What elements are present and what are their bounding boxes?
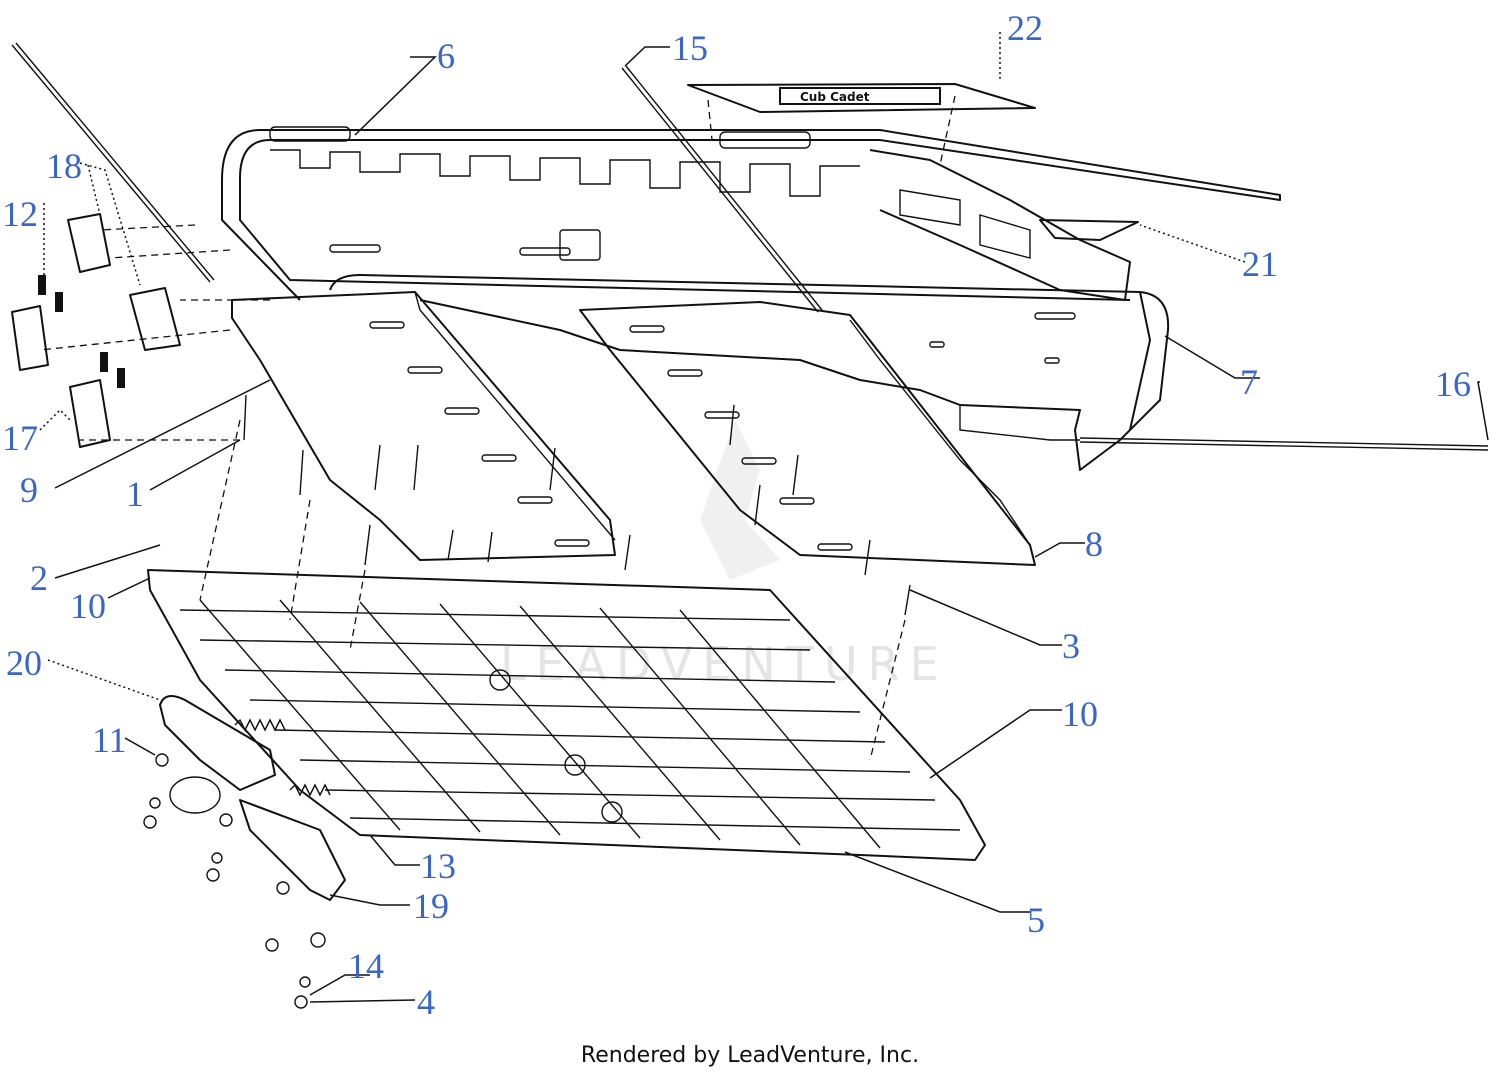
front-frame-7[interactable] <box>329 274 1170 471</box>
callout-18: 18 <box>46 146 82 186</box>
decal-22[interactable]: Cub Cadet <box>687 83 1036 113</box>
rod-15[interactable] <box>621 65 823 313</box>
assembly-guides <box>39 95 956 761</box>
fasteners[interactable] <box>143 753 326 1009</box>
watermark-text: LEADVENTURE <box>500 637 949 691</box>
callout-10b: 10 <box>1062 694 1098 734</box>
callout-16: 16 <box>1435 364 1471 404</box>
callout-3: 3 <box>1062 626 1080 666</box>
panel-21[interactable] <box>1039 219 1139 241</box>
shelf-plate-8[interactable] <box>579 301 1036 566</box>
callout-21: 21 <box>1242 244 1278 284</box>
callout-9: 9 <box>20 470 38 510</box>
base-grate-10[interactable] <box>147 569 986 861</box>
screws[interactable] <box>243 394 911 616</box>
callout-8: 8 <box>1085 524 1103 564</box>
callout-4: 4 <box>417 982 435 1022</box>
callout-20: 20 <box>6 643 42 683</box>
callout-2: 2 <box>30 558 48 598</box>
upper-frame-6[interactable] <box>221 126 1281 301</box>
callout-17: 17 <box>2 418 38 458</box>
callout-10a: 10 <box>70 586 106 626</box>
callout-7: 7 <box>1240 362 1258 402</box>
callout-5: 5 <box>1027 900 1045 940</box>
callout-1: 1 <box>126 474 144 514</box>
callout-13: 13 <box>420 846 456 886</box>
callout-6: 6 <box>437 36 455 76</box>
callout-22: 22 <box>1007 8 1043 48</box>
callout-14: 14 <box>348 946 384 986</box>
footer-credit: Rendered by LeadVenture, Inc. <box>580 1043 920 1068</box>
callouts: 6 15 22 21 7 16 8 3 10 5 18 12 17 9 1 2 … <box>2 8 1471 1022</box>
clips-17-18[interactable] <box>11 213 181 448</box>
latch-plate-19[interactable] <box>239 799 346 901</box>
latch-bracket-20[interactable] <box>159 695 276 814</box>
callout-19: 19 <box>413 886 449 926</box>
pins-12[interactable] <box>38 275 125 388</box>
callout-15: 15 <box>672 28 708 68</box>
shelf-plate-9[interactable] <box>231 291 616 561</box>
decal-text: Cub Cadet <box>800 90 870 104</box>
rod-long[interactable] <box>11 42 215 283</box>
leaders <box>39 32 1489 1003</box>
callout-11: 11 <box>92 720 127 760</box>
rod-16[interactable] <box>1079 437 1489 451</box>
spring-13[interactable] <box>234 718 331 797</box>
callout-12: 12 <box>2 194 38 234</box>
